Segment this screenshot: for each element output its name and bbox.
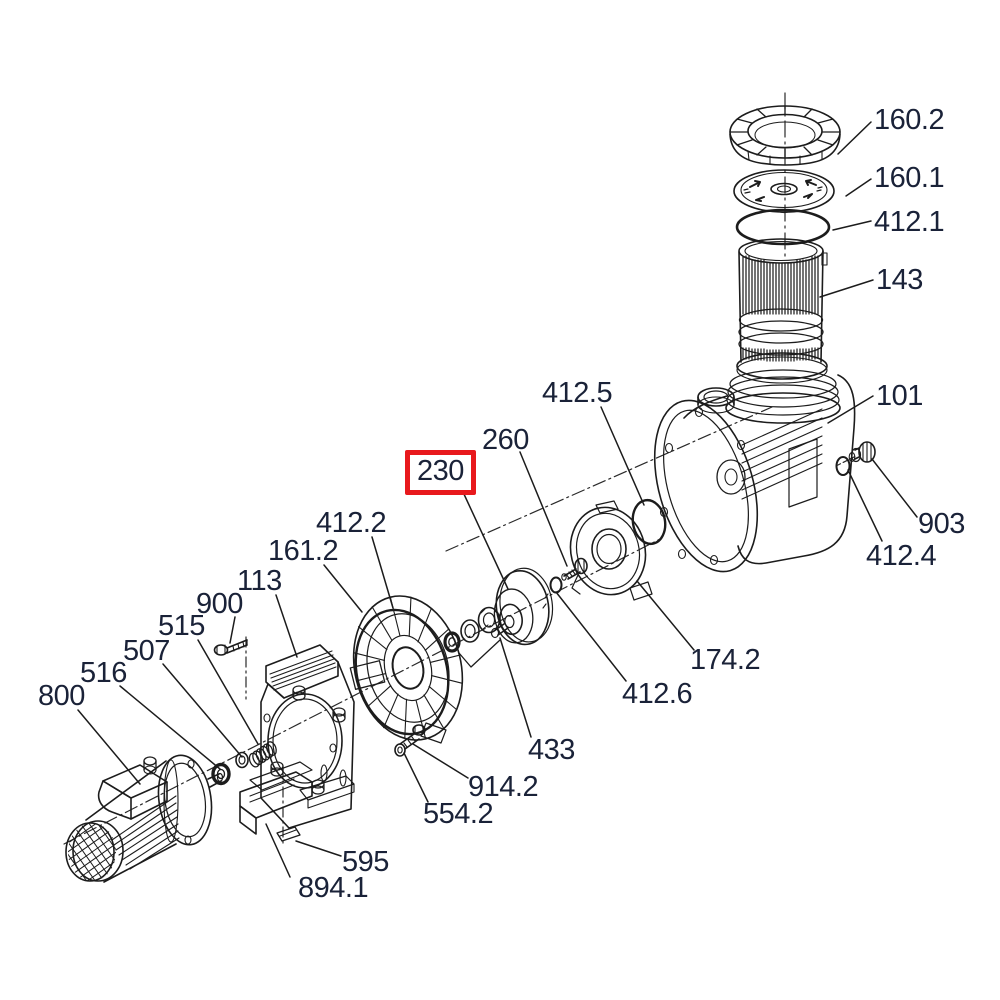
lid-cap-part-160-2 bbox=[729, 105, 841, 166]
drain-plug-part-903 bbox=[848, 441, 876, 463]
part-label-101: 101 bbox=[876, 380, 923, 412]
o-ring-part-412-4 bbox=[835, 456, 851, 476]
bolt-part-914-2 bbox=[399, 724, 426, 750]
strainer-basket-part-143 bbox=[736, 238, 828, 384]
o-ring-part-412-2 bbox=[354, 608, 450, 736]
part-label-900: 900 bbox=[196, 588, 243, 620]
washer-part-554-2 bbox=[394, 743, 406, 757]
center-axis-lines bbox=[63, 92, 857, 846]
part-label-595: 595 bbox=[342, 846, 389, 878]
base-part-894-1 bbox=[239, 761, 355, 835]
washer-part-507 bbox=[235, 751, 249, 769]
part-label-433: 433 bbox=[528, 734, 575, 766]
o-ring-part-412-5 bbox=[631, 498, 667, 546]
part-label-412-5: 412.5 bbox=[542, 377, 613, 409]
impeller-part-230 bbox=[490, 567, 554, 646]
part-label-412-4: 412.4 bbox=[866, 540, 937, 572]
part-label-516: 516 bbox=[80, 657, 127, 689]
part-label-515: 515 bbox=[158, 610, 205, 642]
part-label-412-2: 412.2 bbox=[316, 507, 387, 539]
screw-part-900 bbox=[213, 639, 248, 656]
diffuser-part-174-2 bbox=[569, 500, 653, 601]
part-label-903: 903 bbox=[918, 508, 965, 540]
part-label-412-1: 412.1 bbox=[874, 206, 945, 238]
leader-lines bbox=[77, 121, 918, 878]
part-label-800: 800 bbox=[38, 680, 85, 712]
motor-part-800 bbox=[65, 754, 224, 883]
part-label-113: 113 bbox=[237, 565, 282, 597]
o-ring-part-412-6 bbox=[549, 576, 563, 594]
part-label-161-2: 161.2 bbox=[268, 535, 339, 567]
o-ring-part-412-1 bbox=[735, 208, 831, 246]
bolt-part-260 bbox=[561, 557, 588, 581]
part-label-143: 143 bbox=[876, 264, 923, 296]
part-label-160-1: 160.1 bbox=[874, 162, 945, 194]
part-label-230-highlighted: 230 bbox=[405, 450, 476, 495]
part-label-507: 507 bbox=[123, 635, 170, 667]
part-label-914-2: 914.2 bbox=[468, 771, 539, 803]
part-label-412-6: 412.6 bbox=[622, 678, 693, 710]
part-label-174-2: 174.2 bbox=[690, 644, 761, 676]
part-label-894-1: 894.1 bbox=[298, 872, 369, 904]
pump-housing-part-101 bbox=[653, 369, 856, 573]
spring-part-515 bbox=[248, 741, 277, 768]
part-label-554-2: 554.2 bbox=[423, 798, 494, 830]
lid-part-160-1 bbox=[733, 169, 835, 214]
foot-pad-part-595 bbox=[276, 826, 301, 842]
part-label-160-2: 160.2 bbox=[874, 104, 945, 136]
part-label-260: 260 bbox=[482, 424, 529, 456]
